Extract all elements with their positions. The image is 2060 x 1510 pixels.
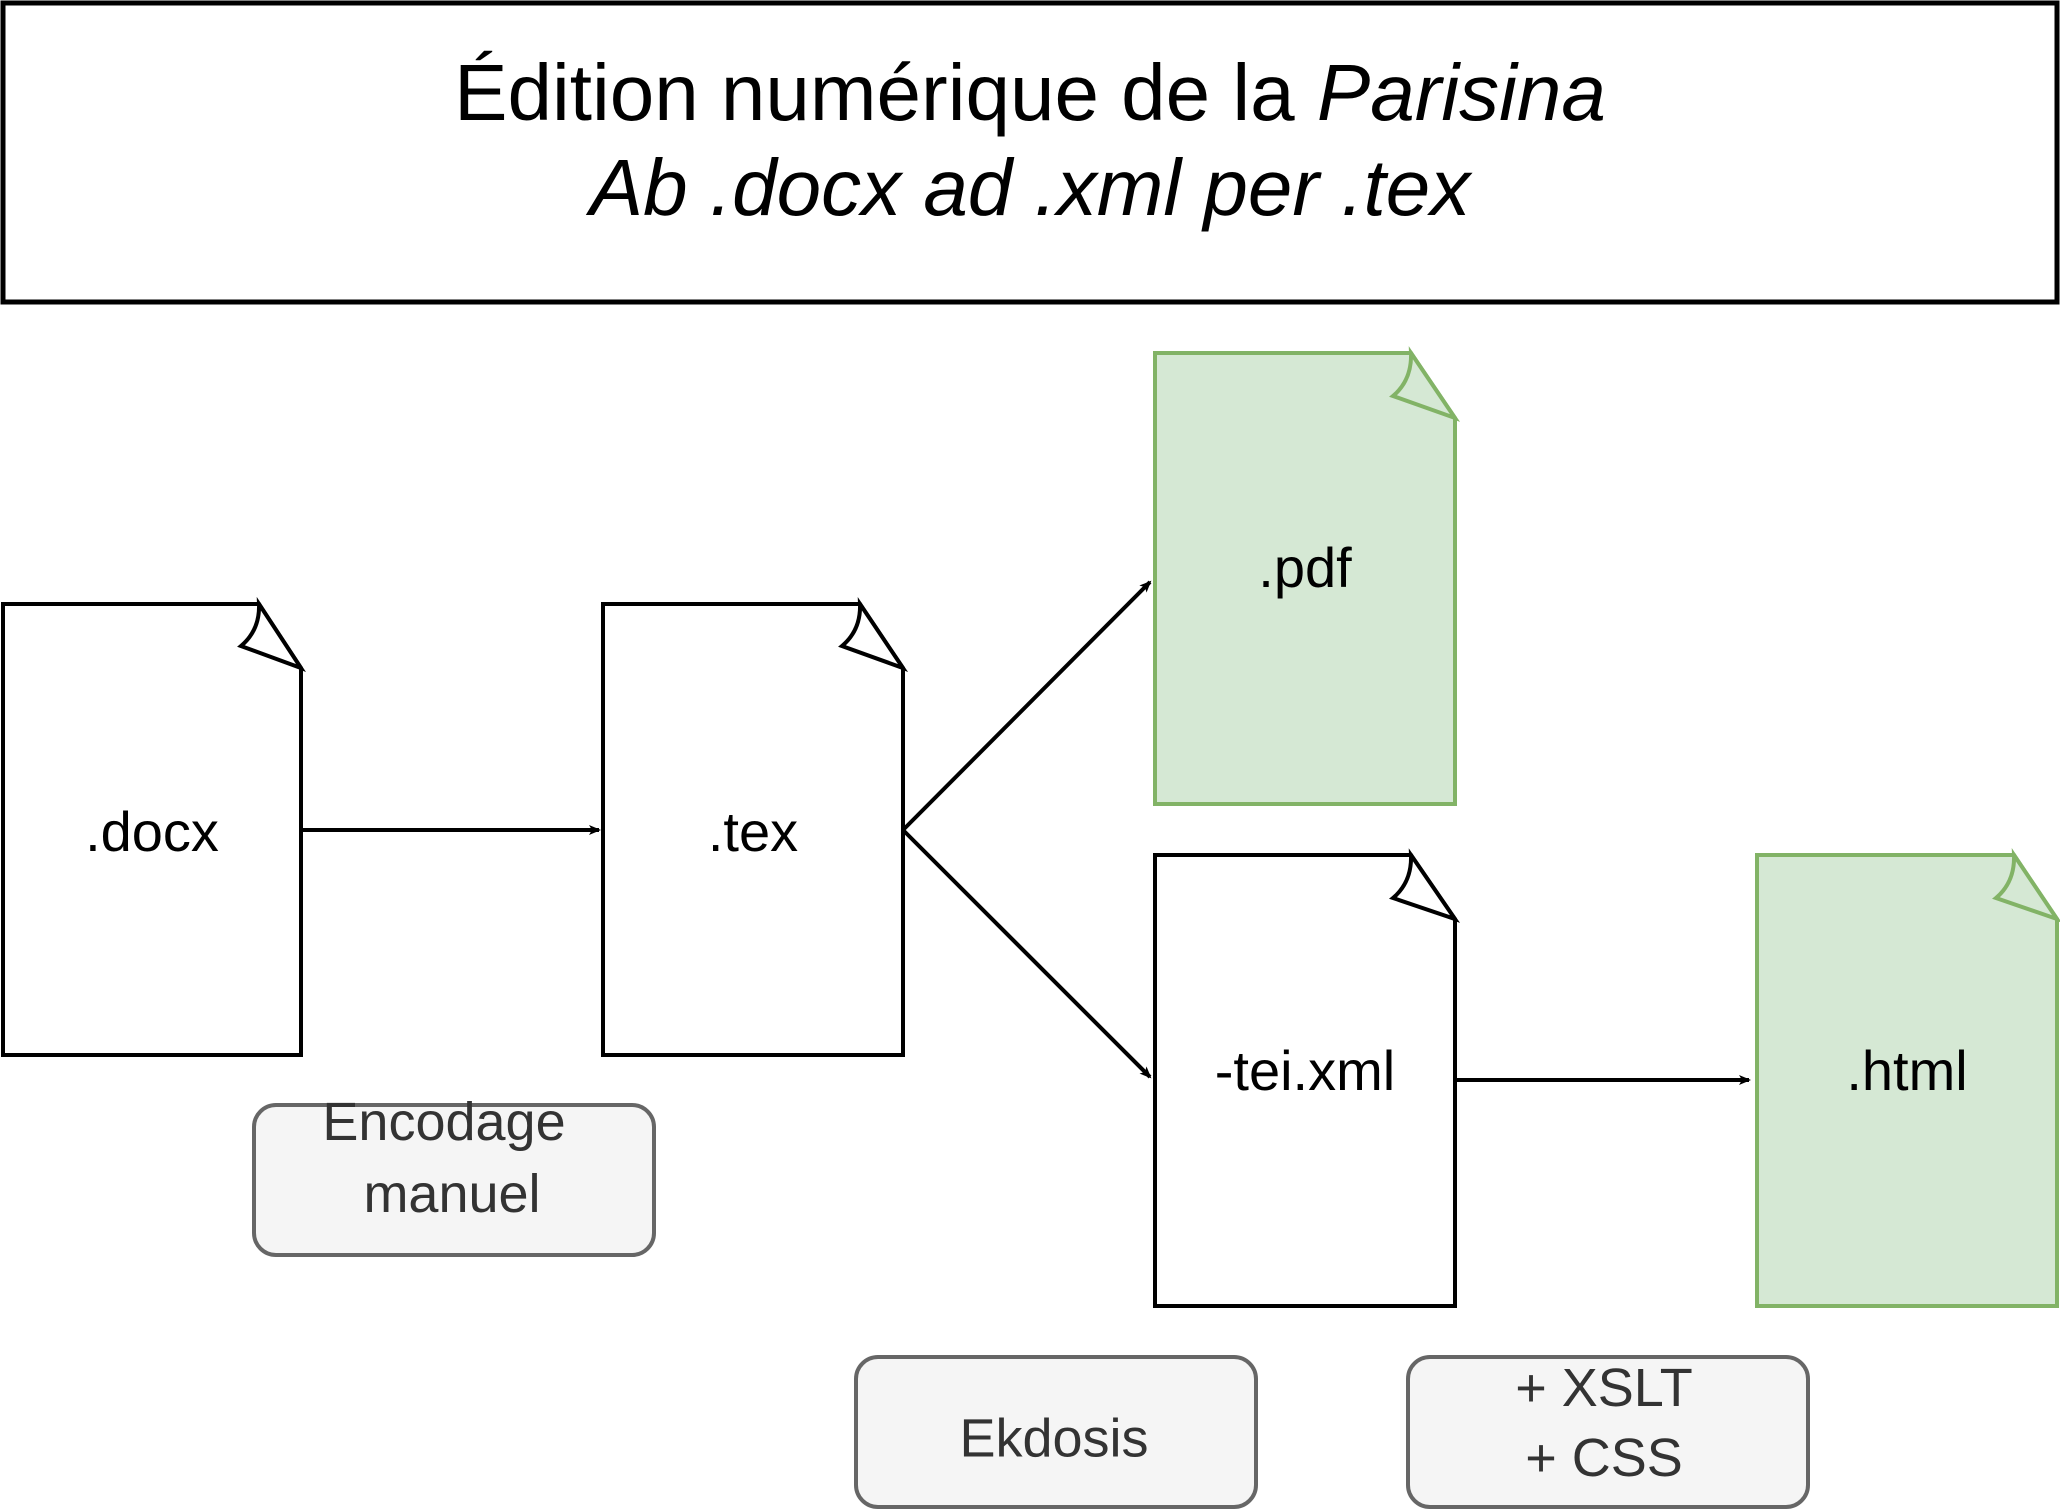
page-fold-icon (1388, 848, 1461, 923)
title-main-text: Édition numérique de la (454, 48, 1317, 137)
title-italic-text: Parisina (1317, 48, 1606, 137)
doc-tex: .tex (601, 597, 909, 1057)
arrow-tex-to-pdf (901, 580, 1152, 832)
label-xslt-line-2: + CSS (1525, 1428, 1683, 1488)
doc-html: .html (1755, 848, 2060, 1308)
doc-teixml: -tei.xml (1153, 848, 1461, 1308)
arrow-tex-to-teixml (901, 828, 1152, 1079)
label-encodage-line-2: manuel (363, 1164, 540, 1224)
file-icon (1755, 853, 2059, 1308)
label-xslt-css: + XSLT + CSS (1406, 1355, 1810, 1509)
doc-teixml-label: -tei.xml (1215, 1039, 1395, 1102)
label-xslt-line-1: + XSLT (1515, 1358, 1693, 1418)
file-icon (1153, 351, 1457, 806)
label-ekdosis-text: Ekdosis (959, 1408, 1148, 1468)
file-icon (1153, 853, 1457, 1308)
doc-pdf-label: .pdf (1258, 536, 1352, 599)
doc-tex-label: .tex (708, 800, 798, 863)
page-fold-icon (838, 597, 909, 672)
arrows (301, 580, 1751, 1085)
label-encodage-line-1: Encodage (322, 1092, 565, 1152)
page-fold-icon (1389, 346, 1461, 422)
title-line-1: Édition numérique de la Parisina (454, 48, 1606, 137)
doc-pdf: .pdf (1153, 346, 1461, 806)
page-fold-icon (237, 596, 306, 672)
file-icon (601, 602, 905, 1057)
doc-docx-label: .docx (85, 800, 219, 863)
doc-docx: .docx (1, 596, 306, 1057)
label-encodage: Encodage manuel (252, 1092, 656, 1257)
title-box: Édition numérique de la Parisina Ab .doc… (0, 0, 2060, 305)
label-ekdosis: Ekdosis (854, 1355, 1258, 1509)
file-icon (1, 602, 303, 1057)
title-line-2: Ab .docx ad .xml per .tex (586, 143, 1473, 232)
page-fold-icon (1992, 848, 2060, 923)
doc-html-label: .html (1846, 1039, 1967, 1102)
